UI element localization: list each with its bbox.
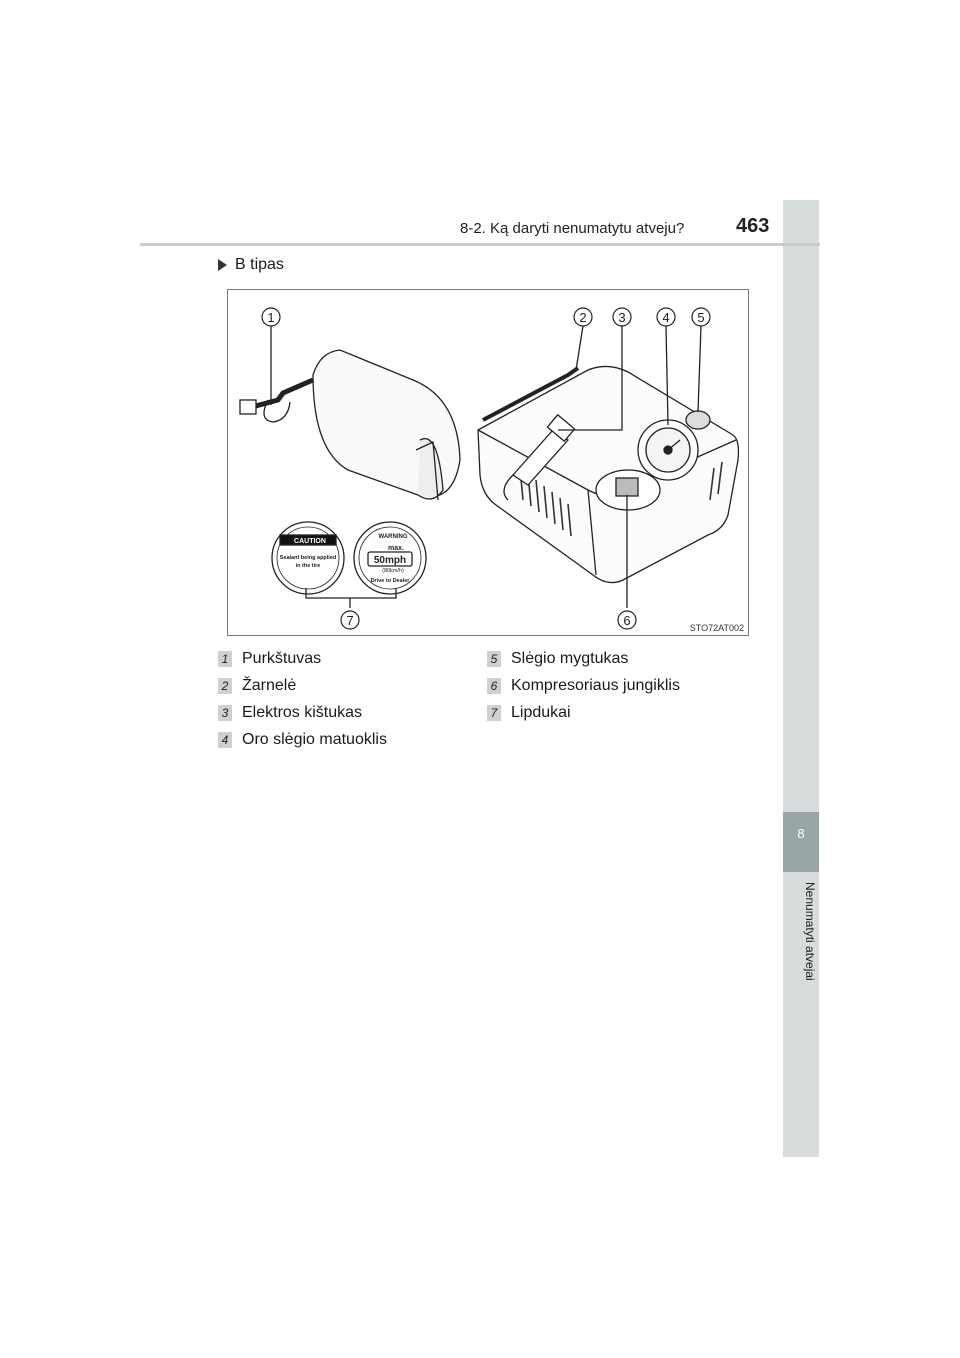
warning-kmh: (80km/h) <box>382 568 404 574</box>
figure-illustration: 1 2 3 4 5 6 7 CAUTION Sealant being appl… <box>239 307 740 630</box>
legend-number: 6 <box>487 678 501 694</box>
legend-label: Purkštuvas <box>242 650 322 667</box>
figure-code: STO72AT002 <box>689 623 744 633</box>
chapter-number: 8 <box>797 826 805 841</box>
caution-line1: Sealant being applied <box>280 555 337 561</box>
page-number: 463 <box>736 215 770 237</box>
type-heading-label: B tipas <box>235 256 284 273</box>
header-rule <box>140 243 820 246</box>
callout-1: 1 <box>267 310 274 325</box>
nozzle <box>247 377 314 411</box>
legend-label: Kompresoriaus jungiklis <box>511 677 680 694</box>
caution-title: CAUTION <box>294 538 326 545</box>
legend-label: Žarnelė <box>242 677 297 694</box>
side-tab-strip <box>783 200 819 1157</box>
callout-6: 6 <box>623 613 630 628</box>
legend-label: Lipdukai <box>511 704 571 721</box>
legend-item: 7 Lipdukai <box>487 704 571 722</box>
callout-7: 7 <box>346 613 353 628</box>
legend-number: 7 <box>487 705 501 721</box>
pressure-release-button <box>685 410 711 430</box>
callout-5: 5 <box>697 310 704 325</box>
legend-label: Oro slėgio matuoklis <box>242 731 387 748</box>
legend-item: 4 Oro slėgio matuoklis <box>218 731 387 749</box>
callout-4: 4 <box>662 310 669 325</box>
warning-title: WARNING <box>379 534 408 540</box>
side-tab-chapter-block <box>783 812 819 872</box>
header-section-title: 8-2. Ką daryti nenumatytu atveju? <box>460 220 685 237</box>
legend-item: 5 Slėgio mygtukas <box>487 650 628 668</box>
legend-number: 3 <box>218 705 232 721</box>
legend-label: Elektros kištukas <box>242 704 363 721</box>
legend-number: 5 <box>487 651 501 667</box>
compressor-switch <box>615 477 639 497</box>
callout-2: 2 <box>579 310 586 325</box>
tire-repair-kit-figure: 1 2 3 4 5 6 7 CAUTION Sealant being appl… <box>227 289 749 636</box>
type-heading: B tipas <box>218 256 284 274</box>
legend-item: 6 Kompresoriaus jungiklis <box>487 677 680 695</box>
legend-item: 3 Elektros kištukas <box>218 704 362 722</box>
legend-item: 2 Žarnelė <box>218 677 296 695</box>
chapter-title: Nenumatyti atvejai <box>803 882 817 981</box>
warning-speed: 50mph <box>374 555 406 566</box>
legend-number: 1 <box>218 651 232 667</box>
caution-line2: in the tire <box>296 563 321 569</box>
warning-bottom: Drive to Dealer <box>371 578 411 584</box>
callout-3: 3 <box>618 310 625 325</box>
legend-number: 2 <box>218 678 232 694</box>
legend-label: Slėgio mygtukas <box>511 650 629 667</box>
triangle-bullet-icon <box>218 259 227 271</box>
legend-number: 4 <box>218 732 232 748</box>
warning-max: max. <box>388 545 404 552</box>
legend-item: 1 Purkštuvas <box>218 650 321 668</box>
power-plug <box>512 429 569 486</box>
hose <box>482 366 580 422</box>
